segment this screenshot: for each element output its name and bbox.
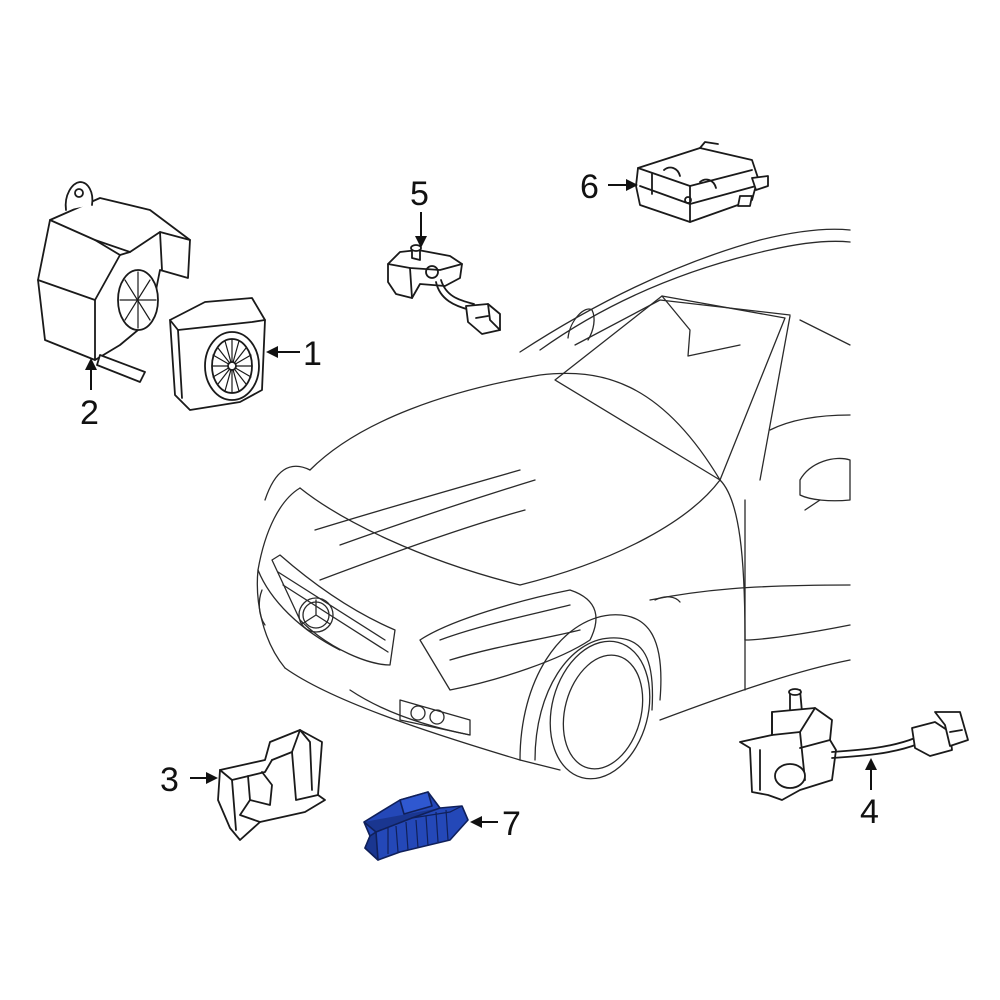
callout-6: 6 — [580, 168, 599, 206]
bracket-icon — [217, 729, 326, 841]
callout-3: 3 — [160, 761, 179, 799]
callout-4: 4 — [860, 793, 879, 831]
callout-2: 2 — [80, 394, 99, 432]
switch-icon — [387, 244, 501, 335]
callout-7: 7 — [502, 805, 521, 843]
callout-arrows — [85, 179, 877, 828]
callout-5: 5 — [410, 175, 429, 213]
control-module-icon — [635, 141, 769, 223]
shield-icon — [363, 791, 469, 861]
level-sensor-icon — [739, 688, 969, 801]
siren-icon — [37, 181, 191, 383]
callout-1: 1 — [303, 335, 322, 373]
horn-icon — [169, 297, 266, 411]
car-outline-icon — [256, 228, 851, 780]
